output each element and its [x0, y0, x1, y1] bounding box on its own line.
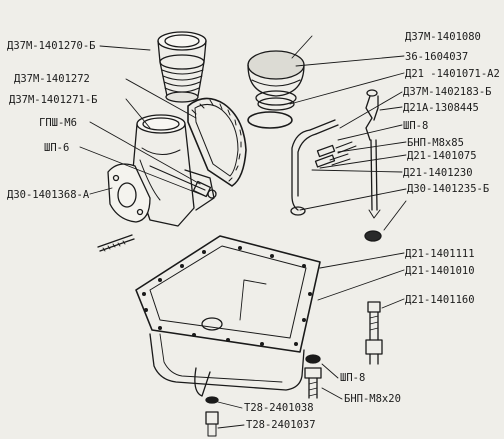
label-d30-1401235-b: Д30-1401235-Б	[407, 183, 490, 195]
label-d21-1401071-a2: Д21 -1401071-А2	[405, 68, 500, 80]
filler-pipe-part	[157, 31, 207, 103]
label-bnp-m8x20: БНП-М8х20	[344, 393, 401, 405]
label-d21-1401075: Д21-1401075	[407, 150, 477, 162]
label-d21a-1308445: Д21А-1308445	[403, 102, 479, 114]
label-shp-6: ШП-6	[44, 142, 70, 154]
label-shp-8-lower: ШП-8	[340, 372, 366, 384]
label-d37m-1401272: Д37М-1401272	[14, 73, 90, 85]
long-bolt-part	[365, 301, 383, 365]
pipe-housing-part	[107, 114, 217, 227]
drain-plug-part	[205, 396, 219, 437]
label-shp-8-upper: ШП-8	[403, 120, 429, 132]
breather-tube-part	[290, 119, 357, 216]
gasket-part	[187, 97, 247, 187]
label-d21-1401160: Д21-1401160	[405, 294, 475, 306]
pan-bolt-part	[304, 354, 322, 399]
leader-lines	[79, 35, 407, 429]
label-t28-2401038: Т28-2401038	[244, 402, 314, 414]
dipstick-part	[364, 89, 382, 242]
label-d30-1401368-a: Д30-1401368-А	[7, 189, 90, 201]
stud-part	[97, 234, 135, 252]
label-d37m-1402183-b: Д37М-1402183-Б	[403, 86, 492, 98]
label-d37m-1401271-b: Д37М-1401271-Б	[9, 94, 98, 106]
filler-cap-part	[247, 50, 305, 129]
label-t28-2401037: Т28-2401037	[246, 419, 316, 431]
pan-gasket-part	[135, 235, 321, 353]
label-36-1604037: 36-1604037	[405, 51, 469, 63]
label-d37m-1401270-b: Д37М-1401270-Б	[7, 40, 96, 52]
label-d37m-1401080: Д37М-1401080	[405, 31, 481, 43]
label-d21-1401230: Д21-1401230	[403, 167, 473, 179]
label-d21-1401010: Д21-1401010	[405, 265, 475, 277]
oil-pan-part	[149, 279, 305, 397]
label-bnp-m8x85: БНП-М8х85	[407, 137, 464, 149]
label-d21-1401111: Д21-1401111	[405, 248, 475, 260]
label-gpsh-m6: ГПШ-М6	[39, 117, 77, 129]
